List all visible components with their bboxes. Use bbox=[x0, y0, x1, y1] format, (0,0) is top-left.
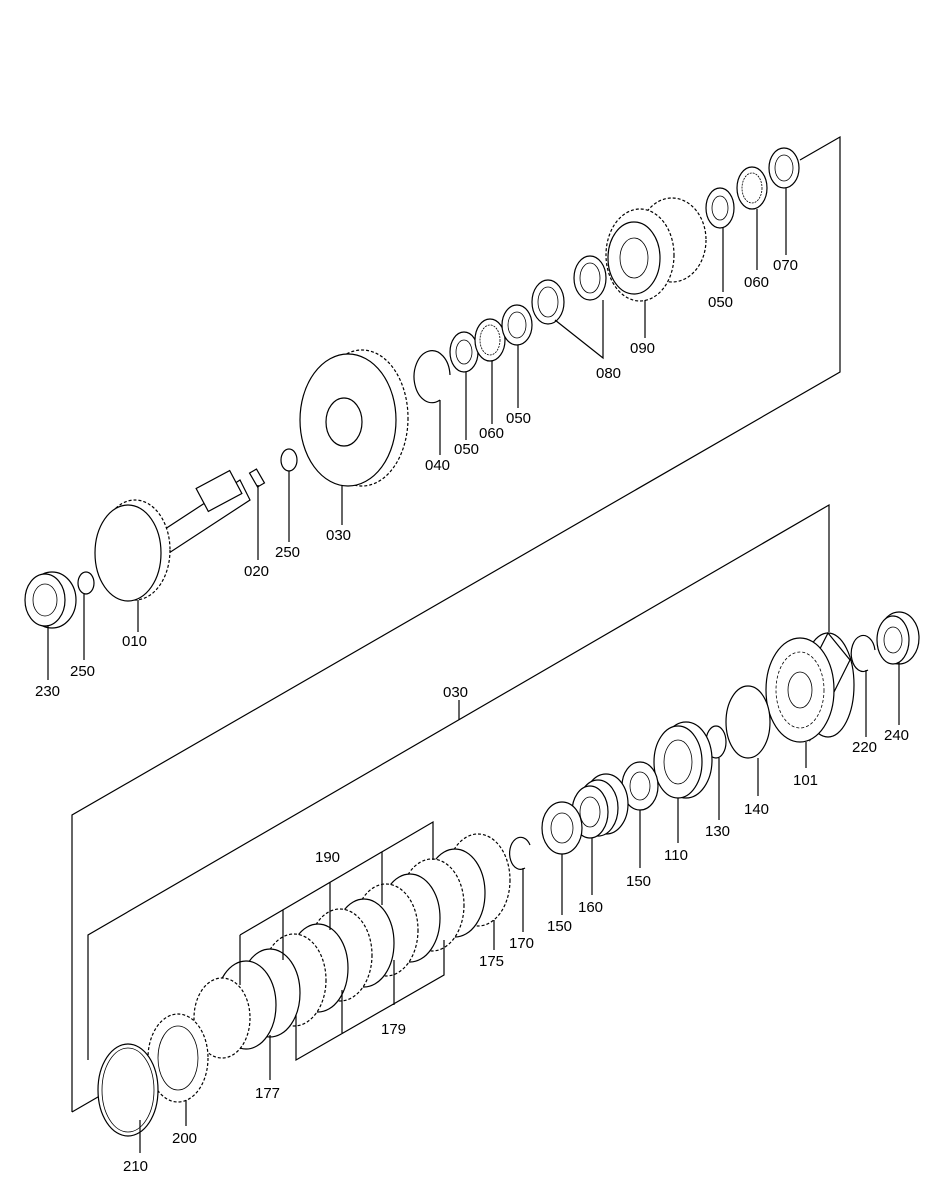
part-101-clutch-drum bbox=[765, 631, 855, 743]
label-179: 179 bbox=[381, 1021, 406, 1038]
label-230: 230 bbox=[35, 683, 60, 700]
part-210-ring bbox=[97, 1043, 159, 1137]
label-040: 040 bbox=[425, 457, 450, 474]
label-060b: 060 bbox=[744, 274, 769, 291]
label-030-upper: 030 bbox=[326, 527, 351, 544]
part-170-snapring bbox=[509, 836, 531, 870]
label-250b: 250 bbox=[275, 544, 300, 561]
label-250a: 250 bbox=[70, 663, 95, 680]
part-160-spring bbox=[571, 773, 629, 839]
label-030-lower: 030 bbox=[443, 684, 468, 701]
part-140-oring bbox=[725, 685, 771, 759]
label-050b: 050 bbox=[506, 410, 531, 427]
label-010: 010 bbox=[122, 633, 147, 650]
label-101: 101 bbox=[793, 772, 818, 789]
part-020-pin bbox=[248, 468, 266, 488]
part-150b-washer bbox=[541, 801, 583, 855]
label-090: 090 bbox=[630, 340, 655, 357]
label-050c: 050 bbox=[708, 294, 733, 311]
part-240-bearing bbox=[876, 611, 920, 665]
part-250-ring bbox=[77, 571, 95, 595]
label-080: 080 bbox=[596, 365, 621, 382]
part-070-washer bbox=[768, 147, 800, 189]
part-030-gear bbox=[299, 349, 409, 487]
label-175: 175 bbox=[479, 953, 504, 970]
bracket-179 bbox=[295, 940, 445, 1062]
part-060b-thrust-bearing bbox=[736, 166, 768, 210]
upper-frame-line bbox=[71, 135, 841, 1112]
part-050c-washer bbox=[705, 187, 735, 229]
label-150a: 150 bbox=[626, 873, 651, 890]
lower-frame-line bbox=[87, 503, 830, 1060]
part-040-snapring bbox=[413, 350, 451, 404]
leader-080 bbox=[554, 300, 604, 360]
label-110: 110 bbox=[664, 847, 688, 864]
part-060-thrust-bearing bbox=[474, 318, 506, 362]
part-090-gear bbox=[605, 197, 707, 302]
part-110-piston bbox=[653, 721, 713, 799]
part-220-snapring bbox=[850, 634, 876, 673]
label-177: 177 bbox=[255, 1085, 280, 1102]
part-010-shaft-gear bbox=[94, 469, 251, 602]
part-clutch-plate-stack bbox=[193, 833, 511, 1059]
label-170: 170 bbox=[509, 935, 534, 952]
label-240: 240 bbox=[884, 727, 909, 744]
label-020: 020 bbox=[244, 563, 269, 580]
label-190: 190 bbox=[315, 849, 340, 866]
label-060a: 060 bbox=[479, 425, 504, 442]
part-250b-ring bbox=[280, 448, 298, 472]
part-080-needle-bearings bbox=[531, 255, 607, 325]
part-050-washer bbox=[449, 331, 479, 373]
label-050a: 050 bbox=[454, 441, 479, 458]
label-210: 210 bbox=[123, 1158, 148, 1175]
label-150b: 150 bbox=[547, 918, 572, 935]
label-160: 160 bbox=[578, 899, 603, 916]
label-220: 220 bbox=[852, 739, 877, 756]
label-140: 140 bbox=[744, 801, 769, 818]
label-200: 200 bbox=[172, 1130, 197, 1147]
label-130: 130 bbox=[705, 823, 730, 840]
label-070: 070 bbox=[773, 257, 798, 274]
bracket-190-top bbox=[239, 820, 434, 936]
part-050b-washer bbox=[501, 304, 533, 346]
part-230-bearing bbox=[24, 571, 77, 629]
